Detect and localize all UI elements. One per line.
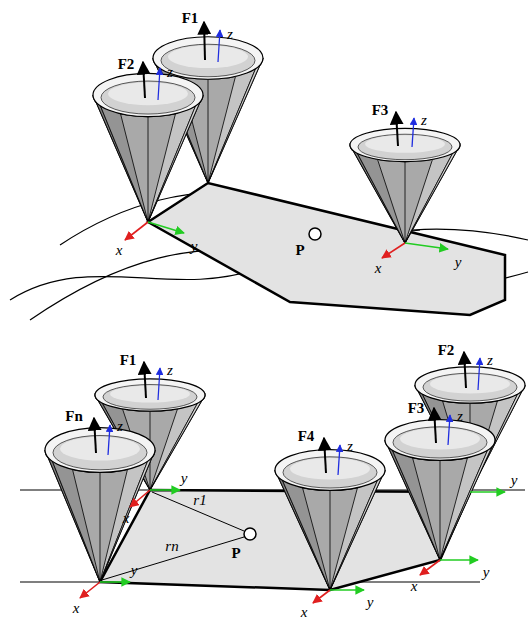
x-axis bbox=[125, 222, 148, 240]
axis-label: y bbox=[367, 595, 374, 610]
axis-label: x bbox=[375, 261, 382, 276]
force-arrow bbox=[464, 352, 466, 388]
z-axis bbox=[338, 445, 340, 475]
y-axis bbox=[148, 222, 184, 233]
x-axis bbox=[313, 590, 330, 603]
x-axis bbox=[130, 490, 150, 507]
axis-label: F2 bbox=[118, 57, 135, 72]
friction-cone bbox=[385, 420, 495, 560]
axis-label: z bbox=[487, 353, 493, 368]
axis-label: x bbox=[301, 605, 308, 620]
force-arrows bbox=[143, 22, 414, 147]
z-axis bbox=[108, 425, 110, 455]
friction-cone bbox=[93, 73, 203, 222]
axis-label: x bbox=[116, 243, 123, 258]
axis-label: y bbox=[191, 239, 198, 254]
axis-label: z bbox=[167, 363, 173, 378]
force-arrow bbox=[396, 112, 398, 146]
friction-cone bbox=[45, 428, 155, 582]
reference-point bbox=[309, 228, 321, 240]
y-axis bbox=[150, 489, 180, 491]
axis-label: z bbox=[167, 65, 173, 80]
axis-label: P bbox=[295, 243, 304, 258]
y-axis bbox=[440, 559, 478, 561]
axis-label: rn bbox=[165, 539, 178, 554]
contact-plane bbox=[148, 183, 505, 315]
y-axis bbox=[330, 589, 364, 591]
force-arrows bbox=[94, 352, 480, 475]
axis-label: y bbox=[511, 473, 518, 488]
axis-label: y bbox=[131, 563, 138, 578]
force-arrow bbox=[144, 362, 146, 398]
z-axis bbox=[218, 30, 220, 62]
axis-label: y bbox=[181, 471, 188, 486]
axis-label: x bbox=[123, 511, 130, 526]
z-axis bbox=[158, 68, 160, 100]
z-axis bbox=[478, 358, 480, 390]
friction-cone bbox=[350, 128, 460, 243]
axis-label: z bbox=[457, 409, 463, 424]
force-arrow bbox=[94, 418, 96, 453]
y-axis bbox=[405, 243, 448, 249]
axis-label: P bbox=[231, 546, 240, 561]
force-arrow bbox=[204, 22, 205, 60]
axis-label: z bbox=[347, 439, 353, 454]
axis-label: r1 bbox=[193, 493, 206, 508]
reference-point bbox=[244, 528, 256, 540]
r1-vector bbox=[152, 492, 244, 531]
force-arrow bbox=[143, 62, 145, 98]
contact-frames bbox=[80, 490, 505, 603]
contact-frames bbox=[125, 222, 448, 258]
friction-cone bbox=[275, 450, 385, 590]
axis-label: z bbox=[227, 27, 233, 42]
axis-label: Fn bbox=[65, 409, 83, 424]
y-axis bbox=[470, 491, 505, 493]
z-axis bbox=[448, 415, 450, 445]
y-axis bbox=[100, 581, 130, 583]
x-axis bbox=[420, 560, 440, 575]
axis-label: F3 bbox=[408, 401, 425, 416]
axis-label: F1 bbox=[182, 11, 199, 26]
axis-label: x bbox=[73, 601, 80, 616]
axis-label: F3 bbox=[372, 103, 389, 118]
axis-label: z bbox=[117, 419, 123, 434]
z-axis bbox=[158, 368, 160, 400]
x-axis bbox=[80, 582, 100, 598]
axis-label: F2 bbox=[438, 343, 455, 358]
force-arrow bbox=[324, 438, 326, 473]
axis-label: F1 bbox=[120, 353, 137, 368]
axis-label: z bbox=[421, 113, 427, 128]
force-arrow bbox=[434, 408, 436, 443]
rn-vector bbox=[102, 537, 244, 580]
axis-label: y bbox=[455, 255, 462, 270]
axis-label: x bbox=[411, 579, 418, 594]
axis-label: F4 bbox=[298, 429, 315, 444]
axis-label: y bbox=[483, 565, 490, 580]
x-axis bbox=[382, 243, 405, 258]
z-axis bbox=[412, 118, 414, 147]
